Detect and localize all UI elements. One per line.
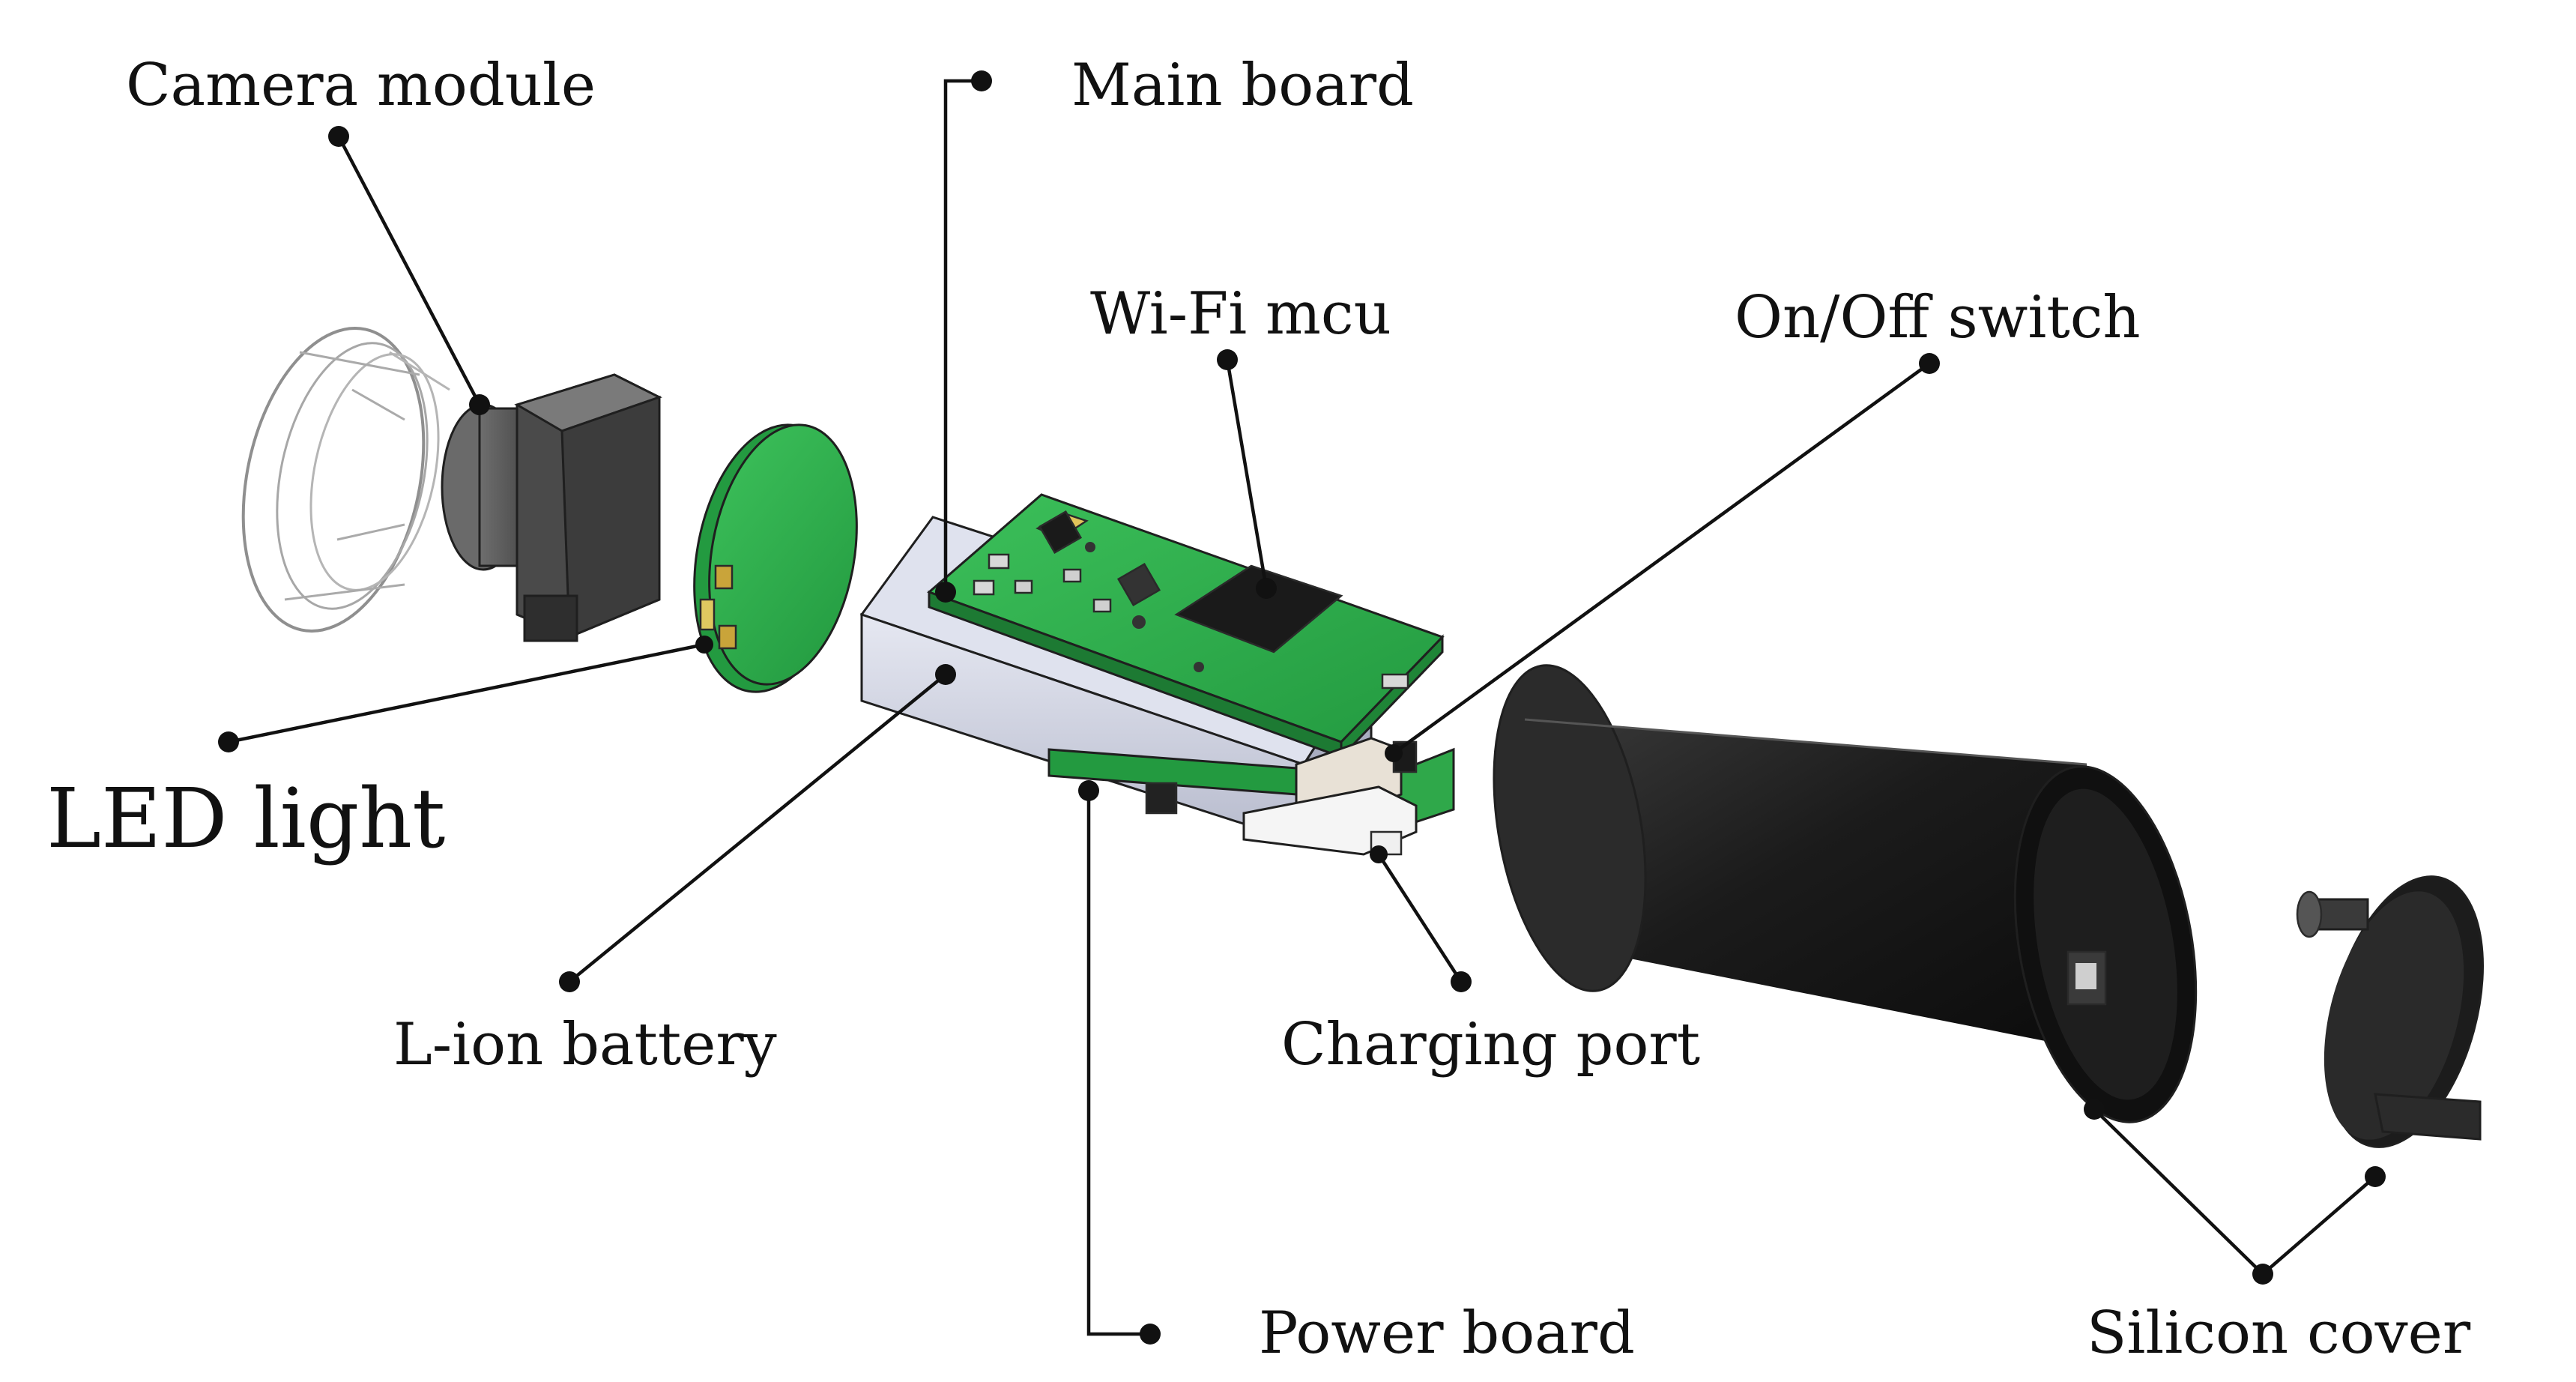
label-led-light: LED light (46, 770, 445, 866)
label-main-board: Main board (1071, 52, 1414, 119)
label-wifi-mcu: Wi-Fi mcu (1090, 280, 1391, 348)
leader-lines (218, 70, 2386, 1345)
silicon-cover-cap (2296, 875, 2485, 1148)
label-li-ion-battery: L-ion battery (393, 1011, 777, 1078)
camera-module (441, 373, 662, 642)
label-charging-port: Charging port (1281, 1011, 1700, 1078)
label-on-off-switch: On/Off switch (1735, 284, 2141, 351)
housing-cylinder (1493, 664, 2198, 1123)
label-power-board: Power board (1259, 1300, 1635, 1367)
main-board (927, 493, 1445, 760)
label-silicon-cover: Silicon cover (2087, 1300, 2471, 1367)
camera-lens-ring (241, 327, 450, 633)
led-light-board (693, 423, 858, 693)
label-camera-module: Camera module (126, 52, 596, 119)
wifi-mcu-chip (1174, 564, 1343, 654)
